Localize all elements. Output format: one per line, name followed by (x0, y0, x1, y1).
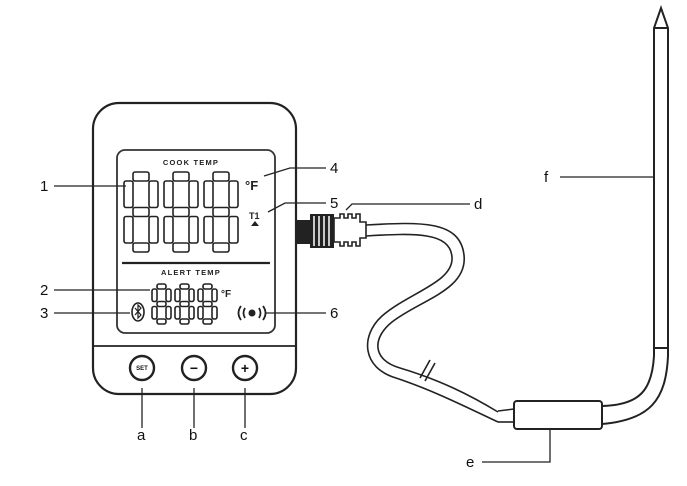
main-digit-3 (203, 171, 239, 253)
callout-b: b (189, 427, 197, 444)
thermometer-unit: COOK TEMP 888 °F T1 ALERT TEMP 888 °F (0, 0, 298, 396)
callout-f: f (544, 169, 549, 186)
timer-indicator: T1 (249, 211, 260, 221)
alert-temp-label: ALERT TEMP (161, 268, 221, 277)
callout-c: c (240, 427, 248, 444)
set-button[interactable]: SET (128, 354, 156, 382)
callout-3: 3 (40, 305, 48, 322)
callout-d: d (474, 196, 482, 213)
callout-a: a (137, 427, 146, 444)
callout-4: 4 (330, 160, 338, 177)
main-digit-2 (163, 171, 199, 253)
alert-temp-value: 888 (0, 0, 2, 1)
main-temp-value: 888 (0, 0, 2, 1)
cable-sleeve (497, 400, 603, 430)
callout-lines (54, 167, 654, 463)
probe-jack (296, 213, 367, 248)
alert-digit-1 (151, 283, 172, 325)
minus-button[interactable]: − (180, 354, 208, 382)
unit-indicator: °F (245, 178, 258, 193)
callout-labels: 1 2 3 4 5 6 a b c d e f (40, 160, 549, 471)
plus-button[interactable]: + (231, 354, 259, 382)
timer-icon (251, 221, 259, 226)
bluetooth-icon (131, 302, 145, 322)
cook-temp-label: COOK TEMP (163, 158, 219, 167)
probe-cable (365, 222, 499, 423)
callout-e: e (466, 454, 474, 471)
main-temp-display: 888 (0, 0, 239, 253)
callout-6: 6 (330, 305, 338, 322)
alert-digit-3 (197, 283, 218, 325)
main-digit-1 (123, 171, 159, 253)
alert-digit-2 (174, 283, 195, 325)
svg-text:−: − (190, 360, 198, 376)
alert-unit-indicator: °F (221, 289, 231, 300)
svg-text:SET: SET (136, 366, 148, 372)
alert-temp-display: 888 (0, 0, 218, 325)
probe-needle (601, 4, 669, 425)
callout-5: 5 (330, 195, 338, 212)
callout-1: 1 (40, 178, 48, 195)
svg-text:+: + (241, 360, 249, 376)
alarm-icon (237, 305, 267, 321)
callout-2: 2 (40, 282, 48, 299)
